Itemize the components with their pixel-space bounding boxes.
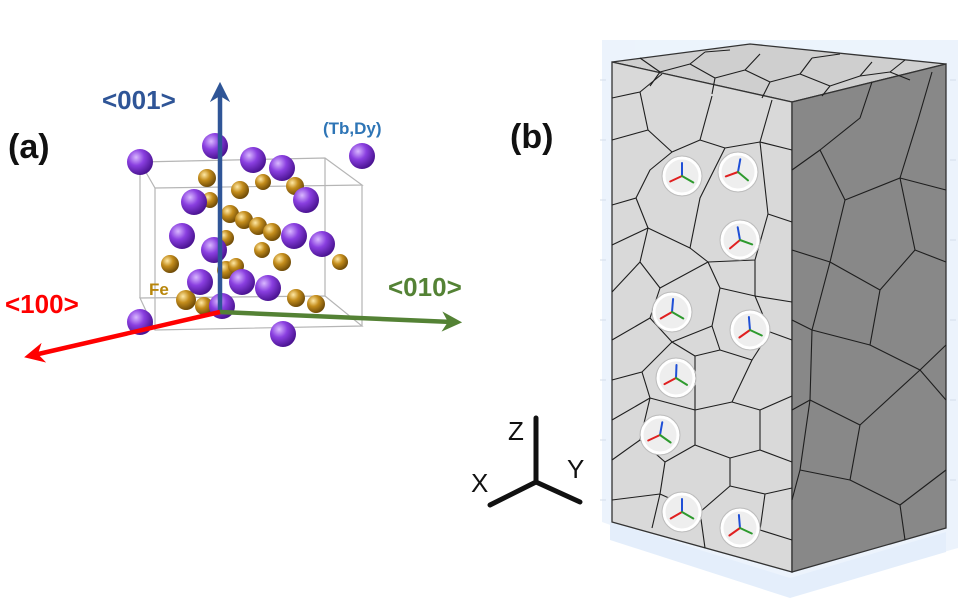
triad-axis: [671, 298, 675, 313]
triad-axis: [728, 527, 741, 537]
grain-orientation-triad: [729, 309, 771, 351]
triad-axis: [739, 239, 754, 246]
triad-ring-outline: [717, 151, 759, 193]
grain-orientation-triad: [639, 414, 681, 456]
tb-dy-atom: [270, 321, 296, 347]
triad-axis: [747, 316, 751, 331]
axis-label-001: <001>: [102, 85, 176, 115]
tb-dy-atom: [281, 223, 307, 249]
tb-dy-atom: [255, 275, 281, 301]
triad-ring-outline: [661, 491, 703, 533]
triad-axis: [749, 329, 763, 337]
triad-axis: [737, 158, 742, 173]
triad-axis: [675, 377, 688, 386]
fe-atom: [254, 242, 270, 258]
triad-axis: [736, 226, 741, 241]
tb-dy-atom: [202, 133, 228, 159]
panel-label-a: (a): [8, 128, 50, 166]
panel-a: (a) <001> <010> <100> (Tb,Dy) Fe: [5, 81, 463, 363]
triad-axis: [681, 175, 695, 184]
triad-axis: [729, 239, 741, 250]
atom-label-tb-dy: (Tb,Dy): [323, 119, 382, 138]
grain-orientation-triad: [661, 155, 703, 197]
coordinate-axes: [487, 415, 583, 508]
tb-dy-atom: [309, 231, 335, 257]
panel-b: (b): [471, 40, 958, 598]
fe-atom: [249, 217, 267, 235]
coord-axis-y: [533, 479, 583, 505]
tb-dy-atom: [169, 223, 195, 249]
triad-axis: [737, 514, 741, 529]
triad-axis: [669, 511, 683, 520]
triad-axis: [663, 377, 677, 386]
triad-axis: [738, 329, 751, 339]
grain-orientation-triad: [655, 357, 697, 399]
crystal-axes: [24, 81, 463, 363]
triad-ring-outline: [729, 309, 771, 351]
tb-dy-atom: [349, 143, 375, 169]
grain-orientation-markers: [639, 151, 771, 549]
triad-axis: [681, 511, 695, 520]
coord-label-x: X: [471, 468, 488, 498]
grain-orientation-triad: [661, 491, 703, 533]
fe-atom: [235, 211, 253, 229]
fe-atom: [273, 253, 291, 271]
axis-arrow-010: [219, 309, 463, 332]
triad-axis: [669, 175, 683, 183]
grain-orientation-triad: [719, 507, 761, 549]
coord-label-z: Z: [508, 416, 524, 446]
crystal-atoms: [127, 133, 375, 347]
triad-ring-outline: [651, 291, 693, 333]
fe-atom: [161, 255, 179, 273]
panel-label-b: (b): [510, 118, 553, 156]
block-side-face: [791, 63, 947, 573]
axis-label-100: <100>: [5, 289, 79, 319]
fe-atom: [221, 205, 239, 223]
triad-ring-outline: [719, 219, 761, 261]
coord-label-y: Y: [567, 454, 584, 484]
triad-axis: [675, 364, 678, 379]
triad-axis: [737, 171, 749, 182]
fe-atom: [231, 181, 249, 199]
triad-axis: [659, 421, 664, 436]
tb-dy-atom: [187, 269, 213, 295]
grain-orientation-triad: [719, 219, 761, 261]
axis-label-010: <010>: [388, 272, 462, 302]
grain-orientation-triad: [651, 291, 693, 333]
triad-ring-outline: [661, 155, 703, 197]
grain-boundaries-side: [791, 71, 947, 541]
fe-atom: [307, 295, 325, 313]
coord-axis-x: [487, 479, 539, 508]
tb-dy-atom: [127, 149, 153, 175]
fe-atom: [195, 297, 213, 315]
triad-axis: [724, 171, 739, 178]
fe-atom: [332, 254, 348, 270]
fe-atom: [198, 169, 216, 187]
triad-ring-outline: [655, 357, 697, 399]
axis-arrow-100: [24, 309, 221, 363]
fe-atom: [263, 223, 281, 241]
fe-atom: [287, 289, 305, 307]
atom-label-fe: Fe: [149, 280, 169, 299]
triad-axis: [647, 434, 661, 442]
fe-atom: [255, 174, 271, 190]
tb-dy-atom: [181, 189, 207, 215]
tb-dy-atom: [240, 147, 266, 173]
triad-axis: [671, 311, 685, 320]
fe-atom: [176, 290, 196, 310]
triad-axis: [659, 311, 673, 320]
tb-dy-atom: [201, 237, 227, 263]
triad-ring-outline: [719, 507, 761, 549]
triad-axis: [739, 527, 753, 535]
tb-dy-atom: [229, 269, 255, 295]
tb-dy-atom: [293, 187, 319, 213]
grain-boundaries-front: [611, 73, 793, 549]
grain-orientation-triad: [717, 151, 759, 193]
triad-ring-outline: [639, 414, 681, 456]
triad-axis: [659, 434, 672, 444]
tb-dy-atom: [269, 155, 295, 181]
